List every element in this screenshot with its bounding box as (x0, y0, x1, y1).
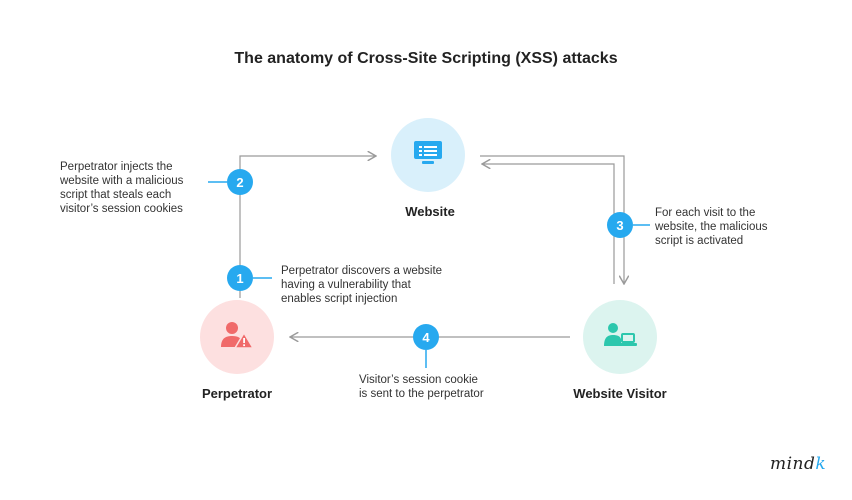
logo-suffix: k (815, 454, 827, 474)
monitor-icon (413, 140, 443, 171)
mindk-logo: mindk (770, 454, 826, 474)
user-laptop-icon (603, 322, 637, 353)
logo-text: mind (770, 454, 816, 474)
step-4-line: Visitor’s session cookie (359, 374, 478, 386)
perpetrator-label: Perpetrator (201, 386, 273, 401)
step-2-line: script that steals each (60, 189, 172, 201)
website-node (391, 118, 465, 192)
step-1-line: enables script injection (281, 293, 398, 305)
step-1-line: having a vulnerability that (281, 279, 411, 291)
visitor-node (583, 300, 657, 374)
step-1-note: Perpetrator discovers a website having a… (281, 264, 442, 306)
step-4-note: Visitor’s session cookie is sent to the … (359, 373, 484, 401)
step-2-badge: 2 (227, 169, 253, 195)
arrow-website-to-visitor (480, 155, 624, 284)
step-3-line: website, the malicious (655, 221, 768, 233)
step-3-line: For each visit to the (655, 207, 756, 219)
step-4-line: is sent to the perpetrator (359, 388, 484, 400)
step-2-line: Perpetrator injects the (60, 161, 173, 173)
step-3-note: For each visit to the website, the malic… (655, 206, 768, 248)
perpetrator-node (200, 300, 274, 374)
step-1-badge: 1 (227, 265, 253, 291)
website-label: Website (405, 204, 455, 219)
arrow-perpetrator-to-website (239, 156, 376, 298)
step-4-badge: 4 (413, 324, 439, 350)
hacker-warning-icon (220, 321, 255, 354)
arrow-visitor-to-website (482, 164, 615, 284)
step-2-line: visitor’s session cookies (60, 203, 183, 215)
step-1-line: Perpetrator discovers a website (281, 265, 443, 277)
visitor-label: Website Visitor (573, 386, 667, 401)
step-2-note: Perpetrator injects the website with a m… (60, 160, 183, 216)
diagram-title: The anatomy of Cross-Site Scripting (XSS… (234, 50, 618, 67)
step-3-badge: 3 (607, 212, 633, 238)
step-2-line: website with a malicious (60, 175, 184, 187)
step-3-line: script is activated (655, 235, 744, 247)
